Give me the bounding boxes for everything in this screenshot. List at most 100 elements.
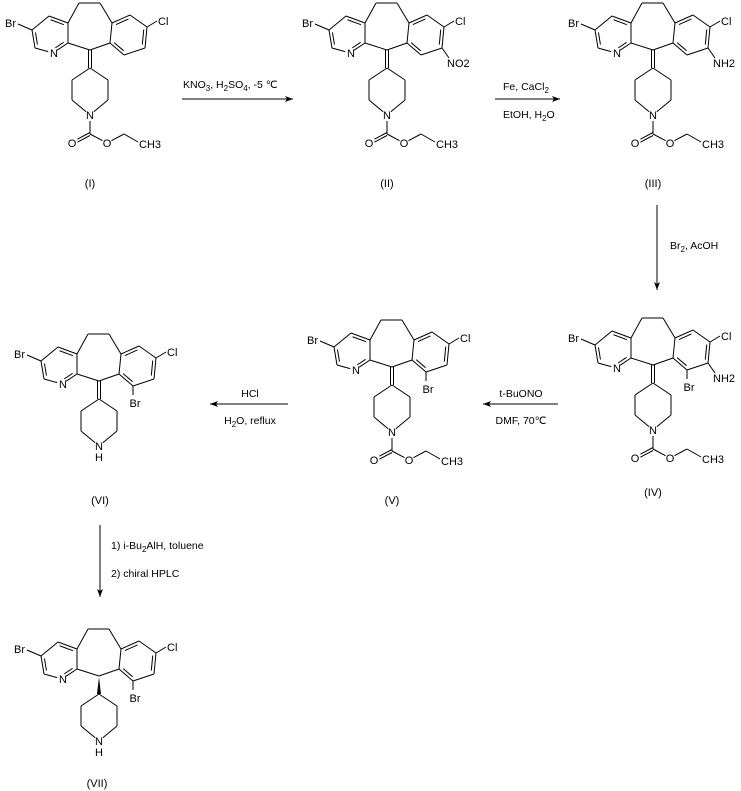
bond	[314, 23, 330, 31]
bond	[64, 667, 73, 675]
bond	[431, 331, 450, 345]
bond	[328, 29, 333, 49]
amine-hydrogen-label: H	[95, 747, 103, 759]
piperidine-nitrogen-label: N	[649, 425, 657, 437]
bond	[98, 668, 120, 677]
bond	[386, 133, 400, 142]
bond	[129, 14, 148, 28]
bond	[676, 42, 687, 52]
bond	[55, 41, 64, 49]
bond	[26, 649, 42, 657]
chloro-label: Cl	[721, 16, 731, 28]
bond	[686, 47, 709, 56]
bond	[65, 373, 78, 382]
bond	[153, 652, 157, 675]
bond	[80, 398, 100, 412]
bond	[672, 22, 676, 44]
pyridine-nitrogen-label: N	[50, 48, 58, 60]
bond	[709, 335, 721, 343]
bond	[155, 351, 167, 359]
carbonyl-oxygen-label: O	[68, 138, 77, 150]
bond	[138, 640, 157, 654]
bond	[71, 67, 91, 81]
bond	[352, 336, 367, 343]
bond	[132, 673, 155, 682]
bond	[146, 20, 158, 28]
reaction-arrow-2	[495, 96, 560, 102]
bond	[678, 18, 692, 25]
bond	[328, 15, 347, 31]
pyridine-nitrogen-label: N	[59, 379, 67, 391]
bond	[634, 67, 654, 81]
bond	[390, 99, 406, 113]
bond	[613, 19, 628, 26]
reaction-arrow-6	[97, 525, 103, 597]
bond	[331, 47, 346, 53]
bond	[580, 23, 596, 31]
bond	[656, 414, 672, 428]
compound-label: (IV)	[644, 487, 662, 499]
bond	[40, 641, 59, 657]
bond	[391, 450, 405, 459]
bond	[352, 41, 361, 49]
reagent-label: HCl	[241, 388, 259, 400]
condition-label: 2) chiral HPLC	[111, 568, 180, 580]
bond	[374, 132, 388, 140]
bond	[31, 15, 50, 31]
bond	[98, 373, 120, 382]
bond	[99, 2, 113, 24]
bond	[43, 658, 47, 671]
piperidine-nitrogen-label: N	[388, 427, 396, 439]
bond	[672, 42, 688, 56]
bond	[676, 357, 687, 367]
bond	[411, 359, 427, 373]
bond	[357, 358, 366, 366]
reagent-label: Fe, CaCl2	[503, 81, 549, 95]
amine-hydrogen-label: H	[95, 452, 103, 464]
bond	[353, 42, 366, 51]
bond	[98, 693, 118, 707]
bond	[652, 67, 672, 81]
bond	[656, 99, 672, 113]
bond	[111, 133, 125, 142]
bond	[57, 641, 78, 650]
bond	[34, 32, 38, 45]
bond	[686, 448, 702, 458]
bond	[391, 359, 413, 368]
pyridine-nitrogen-label: N	[347, 48, 355, 60]
bond	[364, 2, 377, 24]
bond	[634, 99, 650, 113]
bond	[386, 42, 408, 51]
bond	[401, 319, 415, 341]
bond	[124, 349, 138, 356]
bond	[640, 450, 654, 458]
bond	[40, 655, 45, 675]
bond	[40, 360, 45, 380]
bond	[652, 357, 674, 366]
bromo-label: Br	[130, 398, 141, 410]
carbonyl-oxygen-label: O	[370, 455, 379, 467]
bond	[640, 135, 654, 143]
reagent-label: 1) i-Bu2AlH, toluene	[111, 540, 204, 554]
bond	[347, 19, 362, 26]
bond	[594, 344, 599, 364]
bond	[120, 345, 140, 355]
bond	[333, 346, 338, 366]
bond	[118, 353, 122, 375]
bond	[692, 329, 711, 343]
bond	[692, 14, 711, 28]
pyridine-nitrogen-label: N	[59, 674, 67, 686]
bond	[67, 2, 80, 24]
piperidine-nitrogen-label: N	[95, 736, 103, 748]
bond	[89, 67, 109, 81]
reaction-arrow-1	[182, 96, 293, 102]
compound-label: (II)	[380, 178, 393, 190]
bond	[410, 42, 421, 52]
bromo-label: Br	[568, 18, 579, 30]
bond	[415, 359, 426, 369]
bond	[672, 337, 676, 359]
